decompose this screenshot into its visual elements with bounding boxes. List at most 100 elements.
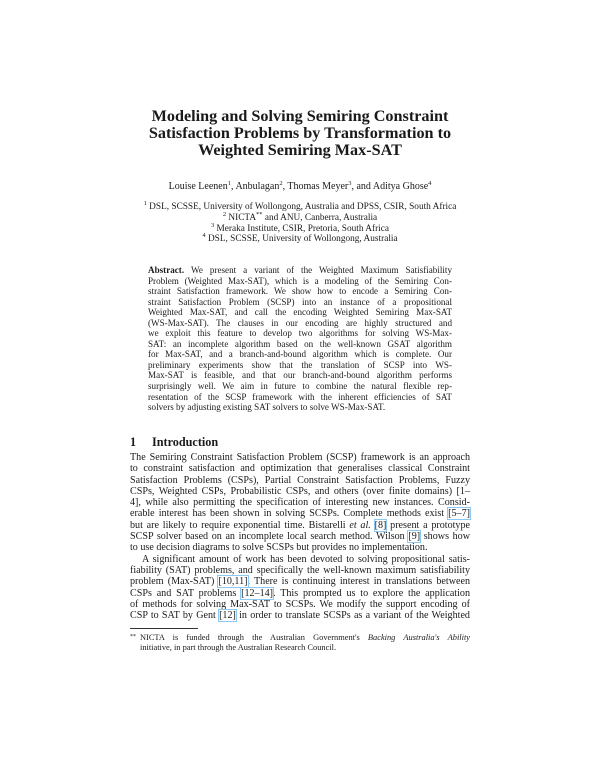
body-text-run: . There is continuing interest in transl… (247, 576, 470, 588)
citation-link[interactable]: [12–14] (240, 586, 275, 600)
affiliation-text: DSL, SCSSE, University of Wollongong, Au… (146, 202, 457, 212)
body-text-run: but are likely to require exponential ti… (130, 519, 350, 531)
citation-link[interactable]: [9] (407, 530, 422, 544)
author-name: Aditya Ghose (372, 181, 429, 192)
body-text-run: to use decision diagrams to solve SCSPs … (130, 542, 428, 554)
abstract-text: for Max-SAT, and a branch-and-bound algo… (148, 349, 452, 360)
affiliation-text: Meraka Institute, CSIR, Pretoria, South … (214, 223, 390, 234)
affiliation-text: and ANU, Canberra, Australia (262, 212, 378, 223)
abstract-label: Abstract. (148, 265, 185, 275)
citation-link[interactable]: [5–7] (447, 507, 471, 521)
abstract-text: preliminary experiments show that the tr… (148, 359, 452, 370)
abstract-line: straint Satisfaction Problem (SCSP) into… (148, 297, 452, 308)
footnote-emphasis: Backing Australia's Ability (367, 633, 470, 642)
citation-link[interactable]: [10,11] (217, 575, 249, 589)
author-name: Louise Leenen (168, 181, 228, 192)
abstract-line: Max-SAT is feasible, and that our branch… (148, 370, 452, 381)
body-text-run: in order to translate SCSPs as a variant… (235, 610, 470, 622)
abstract-line: Weighted Max-SAT, and call the encoding … (148, 307, 452, 318)
affiliation: 3 Meraka Institute, CSIR, Pretoria, Sout… (80, 222, 520, 235)
abstract-line: surprisingly well. We aim in future to c… (148, 381, 452, 392)
abstract-text: Weighted Max-SAT, and call the encoding … (148, 307, 452, 318)
body-text-run: erable interest has been shown in solvin… (130, 508, 449, 520)
author-list: Louise Leenen1, Anbulagan2, Thomas Meyer… (100, 180, 500, 192)
author-affiliation-mark: 4 (428, 180, 432, 187)
citation-link[interactable]: [12] (218, 609, 237, 623)
abstract-line: preliminary experiments show that the tr… (148, 360, 452, 371)
abstract-text: We present a variant of the Weighted Max… (190, 265, 453, 275)
affiliation: 2 NICTA** and ANU, Canberra, Australia (80, 210, 520, 224)
abstract-text: (WS-Max-SAT). The clauses in our encodin… (148, 317, 452, 328)
abstract-text: solvers by adjusting existing SAT solver… (148, 402, 386, 413)
abstract-text: we exploit this feature to develop two a… (148, 328, 452, 339)
affiliation-text: NICTA (226, 212, 257, 223)
body-text-run: 4], while also permitting the specificat… (130, 497, 470, 509)
body-text-run: CSPs and SAT problems (130, 587, 242, 599)
body-line: erable interest has been shown in solvin… (130, 507, 471, 521)
footnote-rule (130, 628, 198, 629)
body-line: to constraint satisfaction and optimizat… (130, 463, 470, 474)
footnote-mark: ** (130, 634, 136, 640)
abstract-line: (WS-Max-SAT). The clauses in our encodin… (148, 318, 452, 329)
body-text-run: to constraint satisfaction and optimizat… (130, 463, 470, 475)
body-text-run: CSP to SAT by Gent (130, 610, 220, 622)
body-line: The Semiring Constraint Satisfaction Pro… (130, 452, 470, 463)
body-text-run: . This prompted us to explore the applic… (273, 587, 471, 599)
affiliation-mark: 2 (222, 210, 227, 218)
abstract-text: Problem (Weighted Max-SAT), which is a m… (148, 275, 452, 286)
section-heading: 1 Introduction (130, 435, 218, 450)
abstract-line: Problem (Weighted Max-SAT), which is a m… (148, 276, 452, 287)
abstract-line: for Max-SAT, and a branch-and-bound algo… (148, 349, 452, 360)
abstract-line: SAT: an incomplete algorithm based on th… (148, 339, 452, 350)
body-line: but are likely to require exponential ti… (130, 518, 471, 532)
body-text-run: SCSP solver based on an incomplete local… (130, 531, 409, 543)
footnote-text: initiative, in part through the Australi… (140, 643, 337, 652)
section-title: Introduction (152, 435, 219, 449)
abstract-line: we exploit this feature to develop two a… (148, 328, 452, 339)
footnote: ** NICTA is funded through the Australian… (130, 632, 470, 653)
body-line: fiability (SAT) problems, and specifical… (130, 565, 470, 576)
author-separator: , and (351, 181, 373, 192)
abstract-line: resentation of the SCSP framework with t… (148, 392, 452, 403)
abstract-text: resentation of the SCSP framework with t… (148, 391, 452, 402)
abstract: Abstract. We present a variant of the We… (148, 265, 452, 413)
author-affiliation-mark: 2 (279, 180, 283, 187)
affiliation-text: DSL, SCSSE, University of Wollongong, Au… (205, 234, 398, 245)
footnote-text: NICTA is funded through the Australian G… (140, 633, 368, 642)
body-text-run: shows how (420, 531, 471, 543)
body-line: A significant amount of work has been de… (130, 554, 470, 565)
citation-link[interactable]: [8] (373, 518, 388, 532)
abstract-text: Max-SAT is feasible, and that our branch… (148, 370, 452, 381)
body-text-run: present a prototype (386, 519, 471, 531)
body-text-run: The Semiring Constraint Satisfaction Pro… (130, 452, 470, 463)
affiliation: 4 DSL, SCSSE, University of Wollongong, … (80, 232, 520, 245)
affiliation-mark: 1 (143, 200, 147, 207)
author-affiliation-mark: 1 (227, 180, 231, 187)
body-text-run: of methods for solving Max-SAT to SCSPs.… (130, 598, 470, 610)
body-line: Satisfaction Problems (CSPs), Partial Co… (130, 475, 470, 486)
body-line: to use decision diagrams to solve SCSPs … (130, 542, 470, 553)
body-line: CSPs, Weighted CSPs, Probabilistic CSPs,… (130, 486, 470, 497)
abstract-line: straint Satisfaction framework. We show … (148, 286, 452, 297)
body-line: CSP to SAT by Gent [12] in order to tran… (130, 609, 470, 623)
abstract-text: straint Satisfaction Problem (SCSP) into… (148, 296, 452, 307)
author-name: Thomas Meyer (287, 181, 349, 192)
title-line: Satisfaction Problems by Transformation … (148, 124, 452, 142)
footnote-ref: ** (256, 210, 263, 218)
body-text-run: Satisfaction Problems (CSPs), Partial Co… (130, 474, 470, 486)
section-number: 1 (130, 435, 137, 449)
abstract-text: straint Satisfaction framework. We show … (148, 286, 452, 297)
body-text-run: problem (Max-SAT) (130, 576, 219, 588)
abstract-line: Abstract. We present a variant of the We… (148, 265, 452, 276)
affiliations: 1 DSL, SCSSE, University of Wollongong, … (80, 200, 520, 245)
body-line: problem (Max-SAT) [10,11]. There is cont… (130, 575, 470, 589)
author-name: Anbulagan (235, 181, 280, 192)
body-line: of methods for solving Max-SAT to SCSPs.… (130, 599, 470, 610)
abstract-text: SAT: an incomplete algorithm based on th… (148, 338, 452, 349)
paper-title: Modeling and Solving Semiring Constraint… (100, 108, 500, 159)
affiliation-mark: 4 (202, 232, 206, 240)
title-line: Modeling and Solving Semiring Constraint (151, 107, 449, 125)
title-line: Weighted Semiring Max-SAT (198, 141, 402, 159)
body-text: The Semiring Constraint Satisfaction Pro… (130, 452, 471, 623)
body-line: SCSP solver based on an incomplete local… (130, 530, 471, 544)
